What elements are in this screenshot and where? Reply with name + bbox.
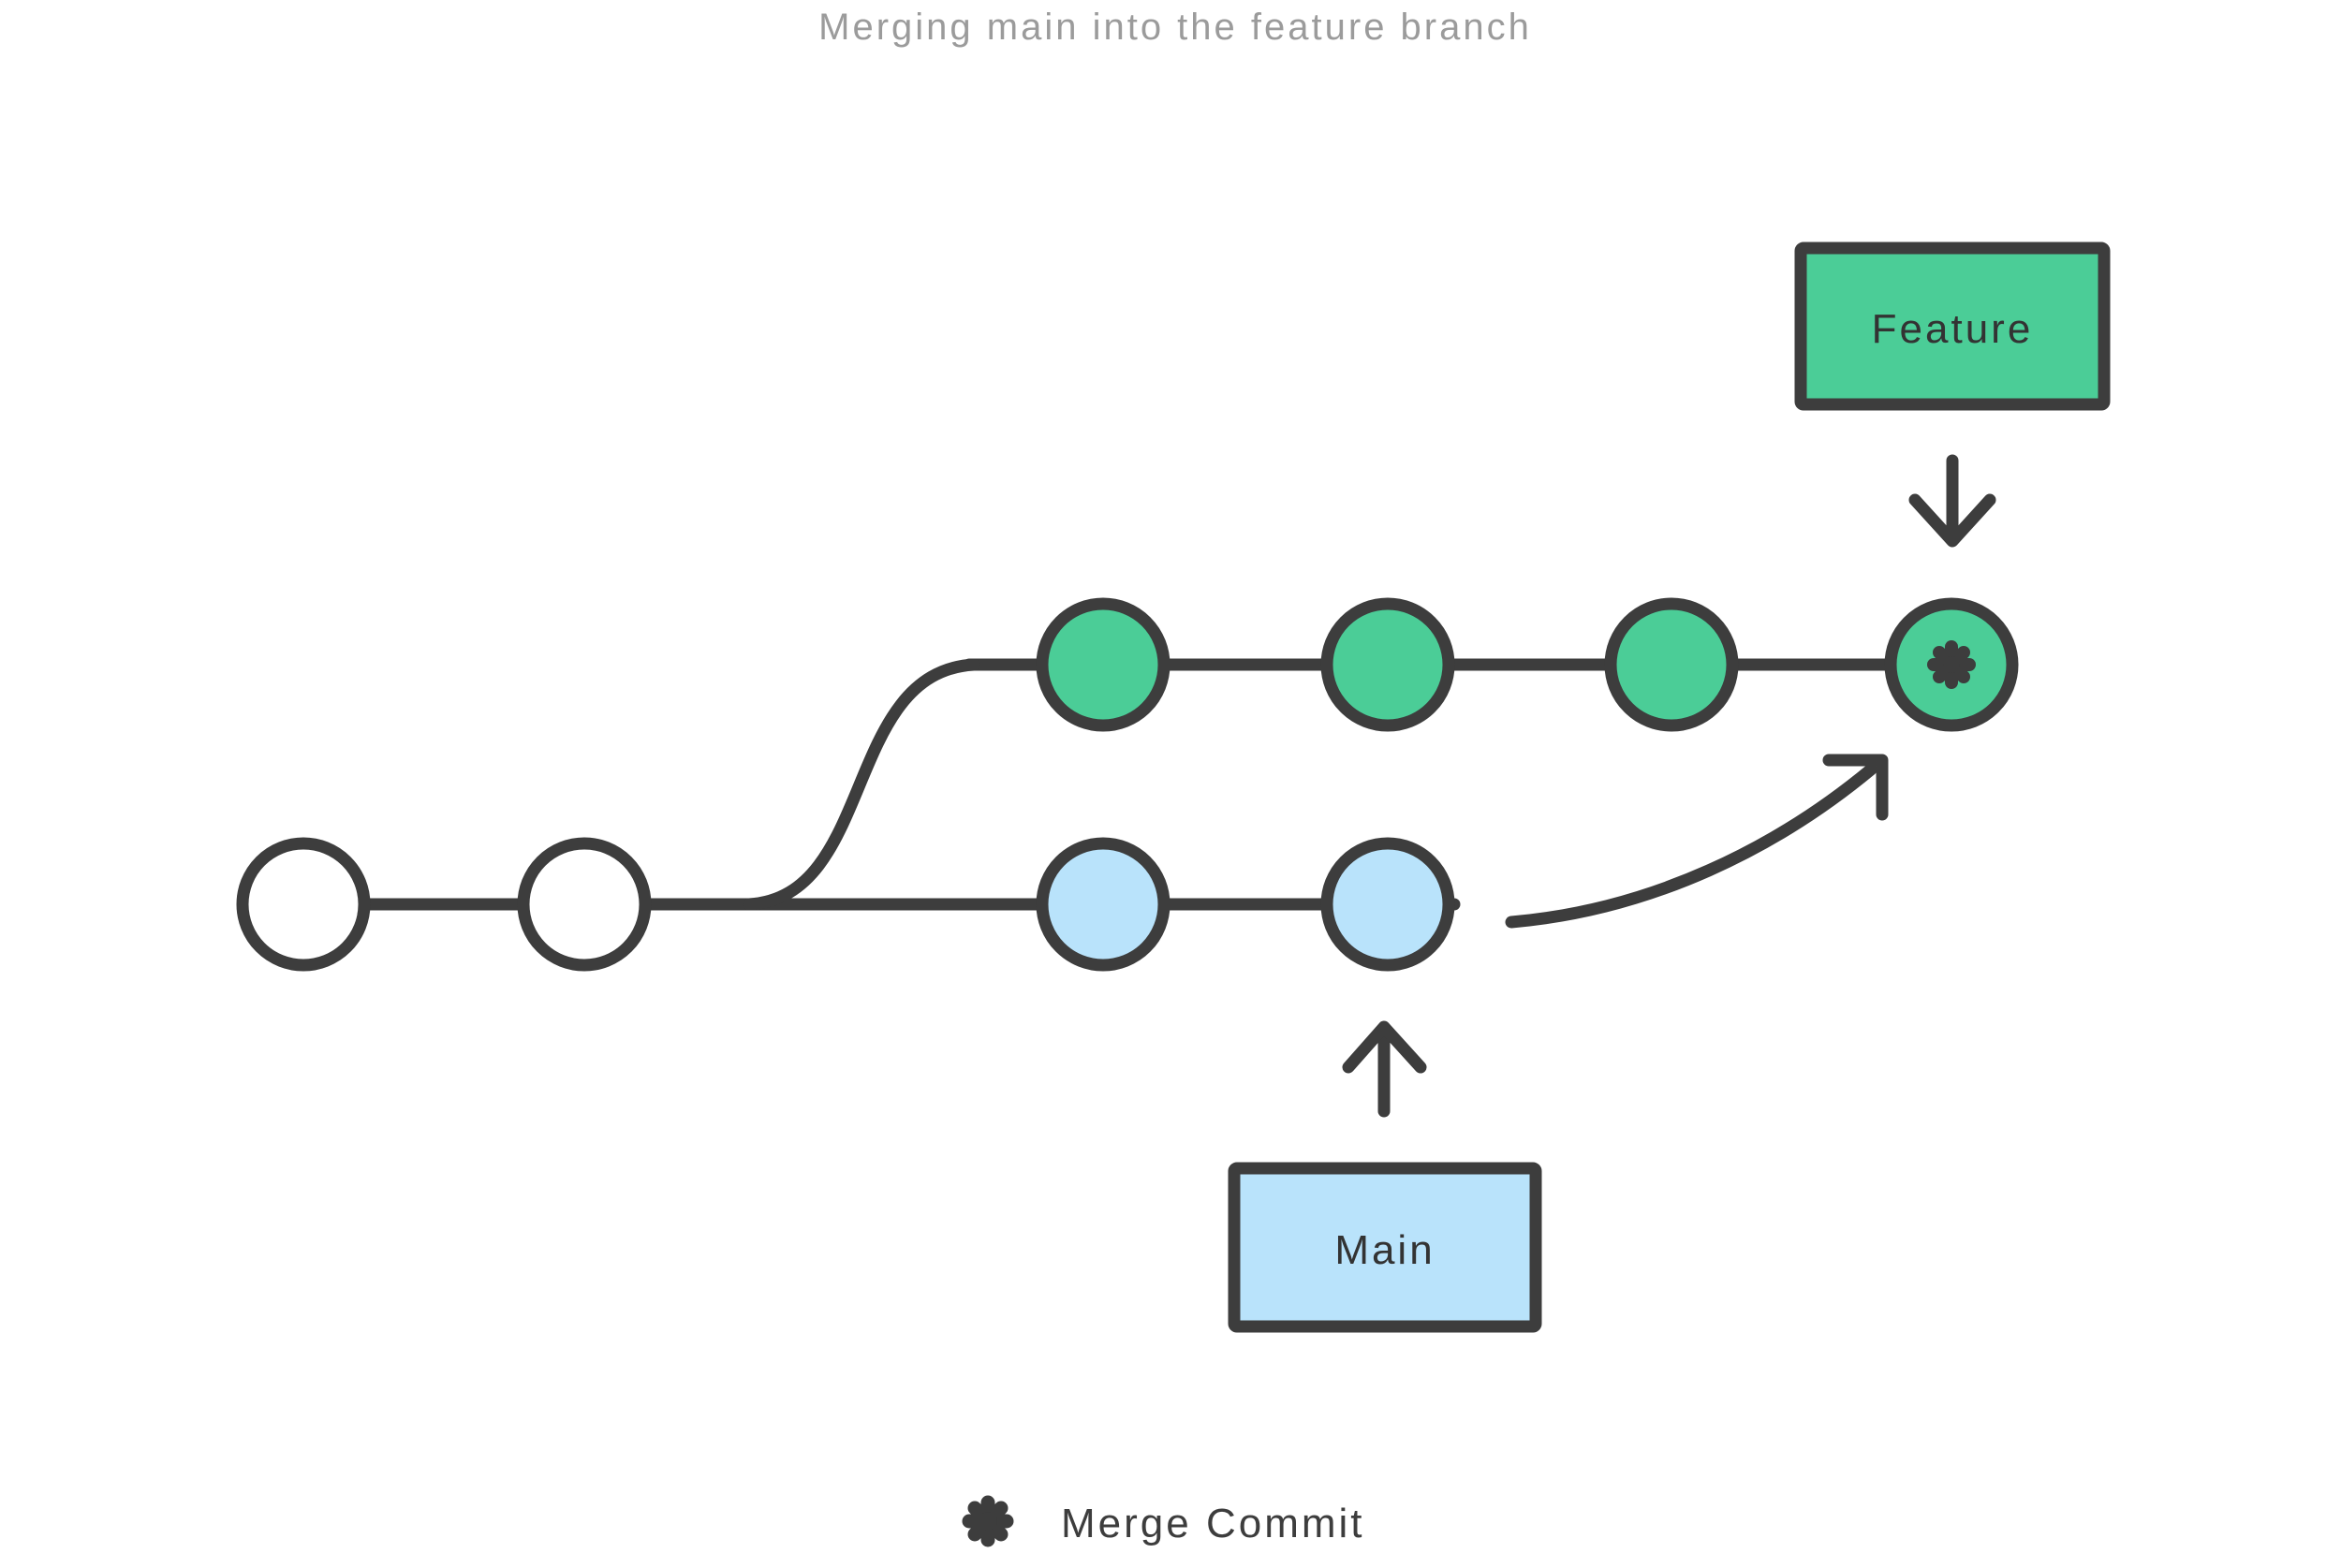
commit-node-feature-3 [1604, 597, 1739, 732]
merge-arrow-curve [1505, 763, 1877, 929]
diagram-title: Merging main into the feature branch [818, 7, 1532, 48]
commit-node-feature-2 [1320, 597, 1455, 732]
feature-branch-label-box [1794, 242, 2111, 411]
merge-arrow-head [1822, 754, 1889, 821]
diagram-strokes [236, 242, 2111, 1547]
commit-node-main-2 [1320, 837, 1455, 972]
main-branch-label: Main [1334, 1227, 1435, 1273]
feature-pointer-arrow-head [1908, 493, 1996, 548]
merge-commit-legend-icon [962, 1495, 1014, 1547]
legend-label: Merge Commit [1061, 1501, 1365, 1546]
commit-node-shared-2 [517, 837, 652, 972]
feature-branch-label: Feature [1872, 306, 2034, 352]
main-pointer-arrow-head [1342, 1020, 1427, 1074]
diagram-texts: Merging main into the feature branch Fea… [818, 7, 2034, 1546]
commit-node-shared-1 [236, 837, 371, 972]
merge-commit-icon-center [1943, 656, 1960, 673]
branch-split-curve [743, 658, 980, 911]
commit-node-feature-1 [1036, 597, 1170, 732]
merge-commit-icon [1927, 640, 1976, 689]
commit-node-main-1 [1036, 837, 1170, 972]
merge-commit-legend-icon-center [979, 1512, 997, 1531]
main-branch-label-box [1228, 1162, 1542, 1333]
